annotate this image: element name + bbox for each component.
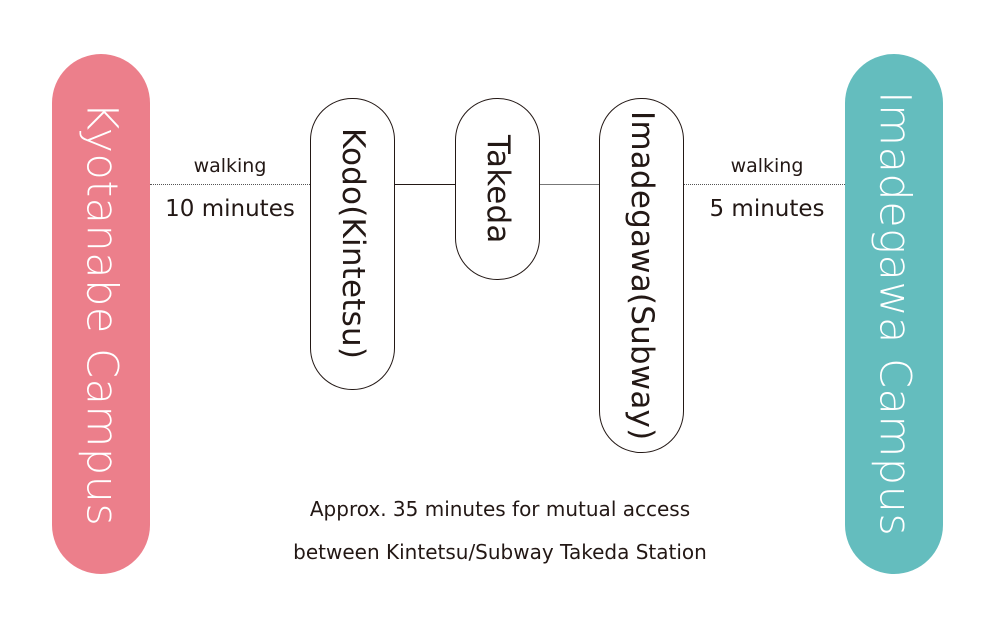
access-note-line1: Approx. 35 minutes for mutual access	[309, 497, 691, 521]
walk-right-duration: 5 minutes	[709, 196, 825, 222]
station-takeda: Takeda	[455, 98, 540, 280]
walk-left-duration: 10 minutes	[165, 196, 295, 222]
station-kodo-label: Kodo(Kintetsu)	[335, 128, 371, 360]
walk-left-mode: walking	[193, 155, 267, 177]
walking-path-left	[150, 184, 310, 185]
subway-line	[540, 184, 599, 185]
kyotanabe-campus-label: Kyotanabe Campus	[76, 101, 127, 527]
kintetsu-line	[395, 184, 455, 185]
imadegawa-campus: Imadegawa Campus	[845, 54, 943, 574]
kyotanabe-campus: Kyotanabe Campus	[52, 54, 150, 574]
imadegawa-campus-label: Imadegawa Campus	[869, 91, 920, 537]
station-imadegawa-label: Imadegawa(Subway)	[624, 110, 660, 441]
station-takeda-label: Takeda	[480, 134, 516, 244]
access-note-line2: between Kintetsu/Subway Takeda Station	[293, 540, 707, 564]
station-imadegawa: Imadegawa(Subway)	[599, 98, 684, 453]
walk-right-mode: walking	[730, 155, 804, 177]
walking-path-right	[684, 184, 845, 185]
station-kodo: Kodo(Kintetsu)	[310, 98, 395, 390]
